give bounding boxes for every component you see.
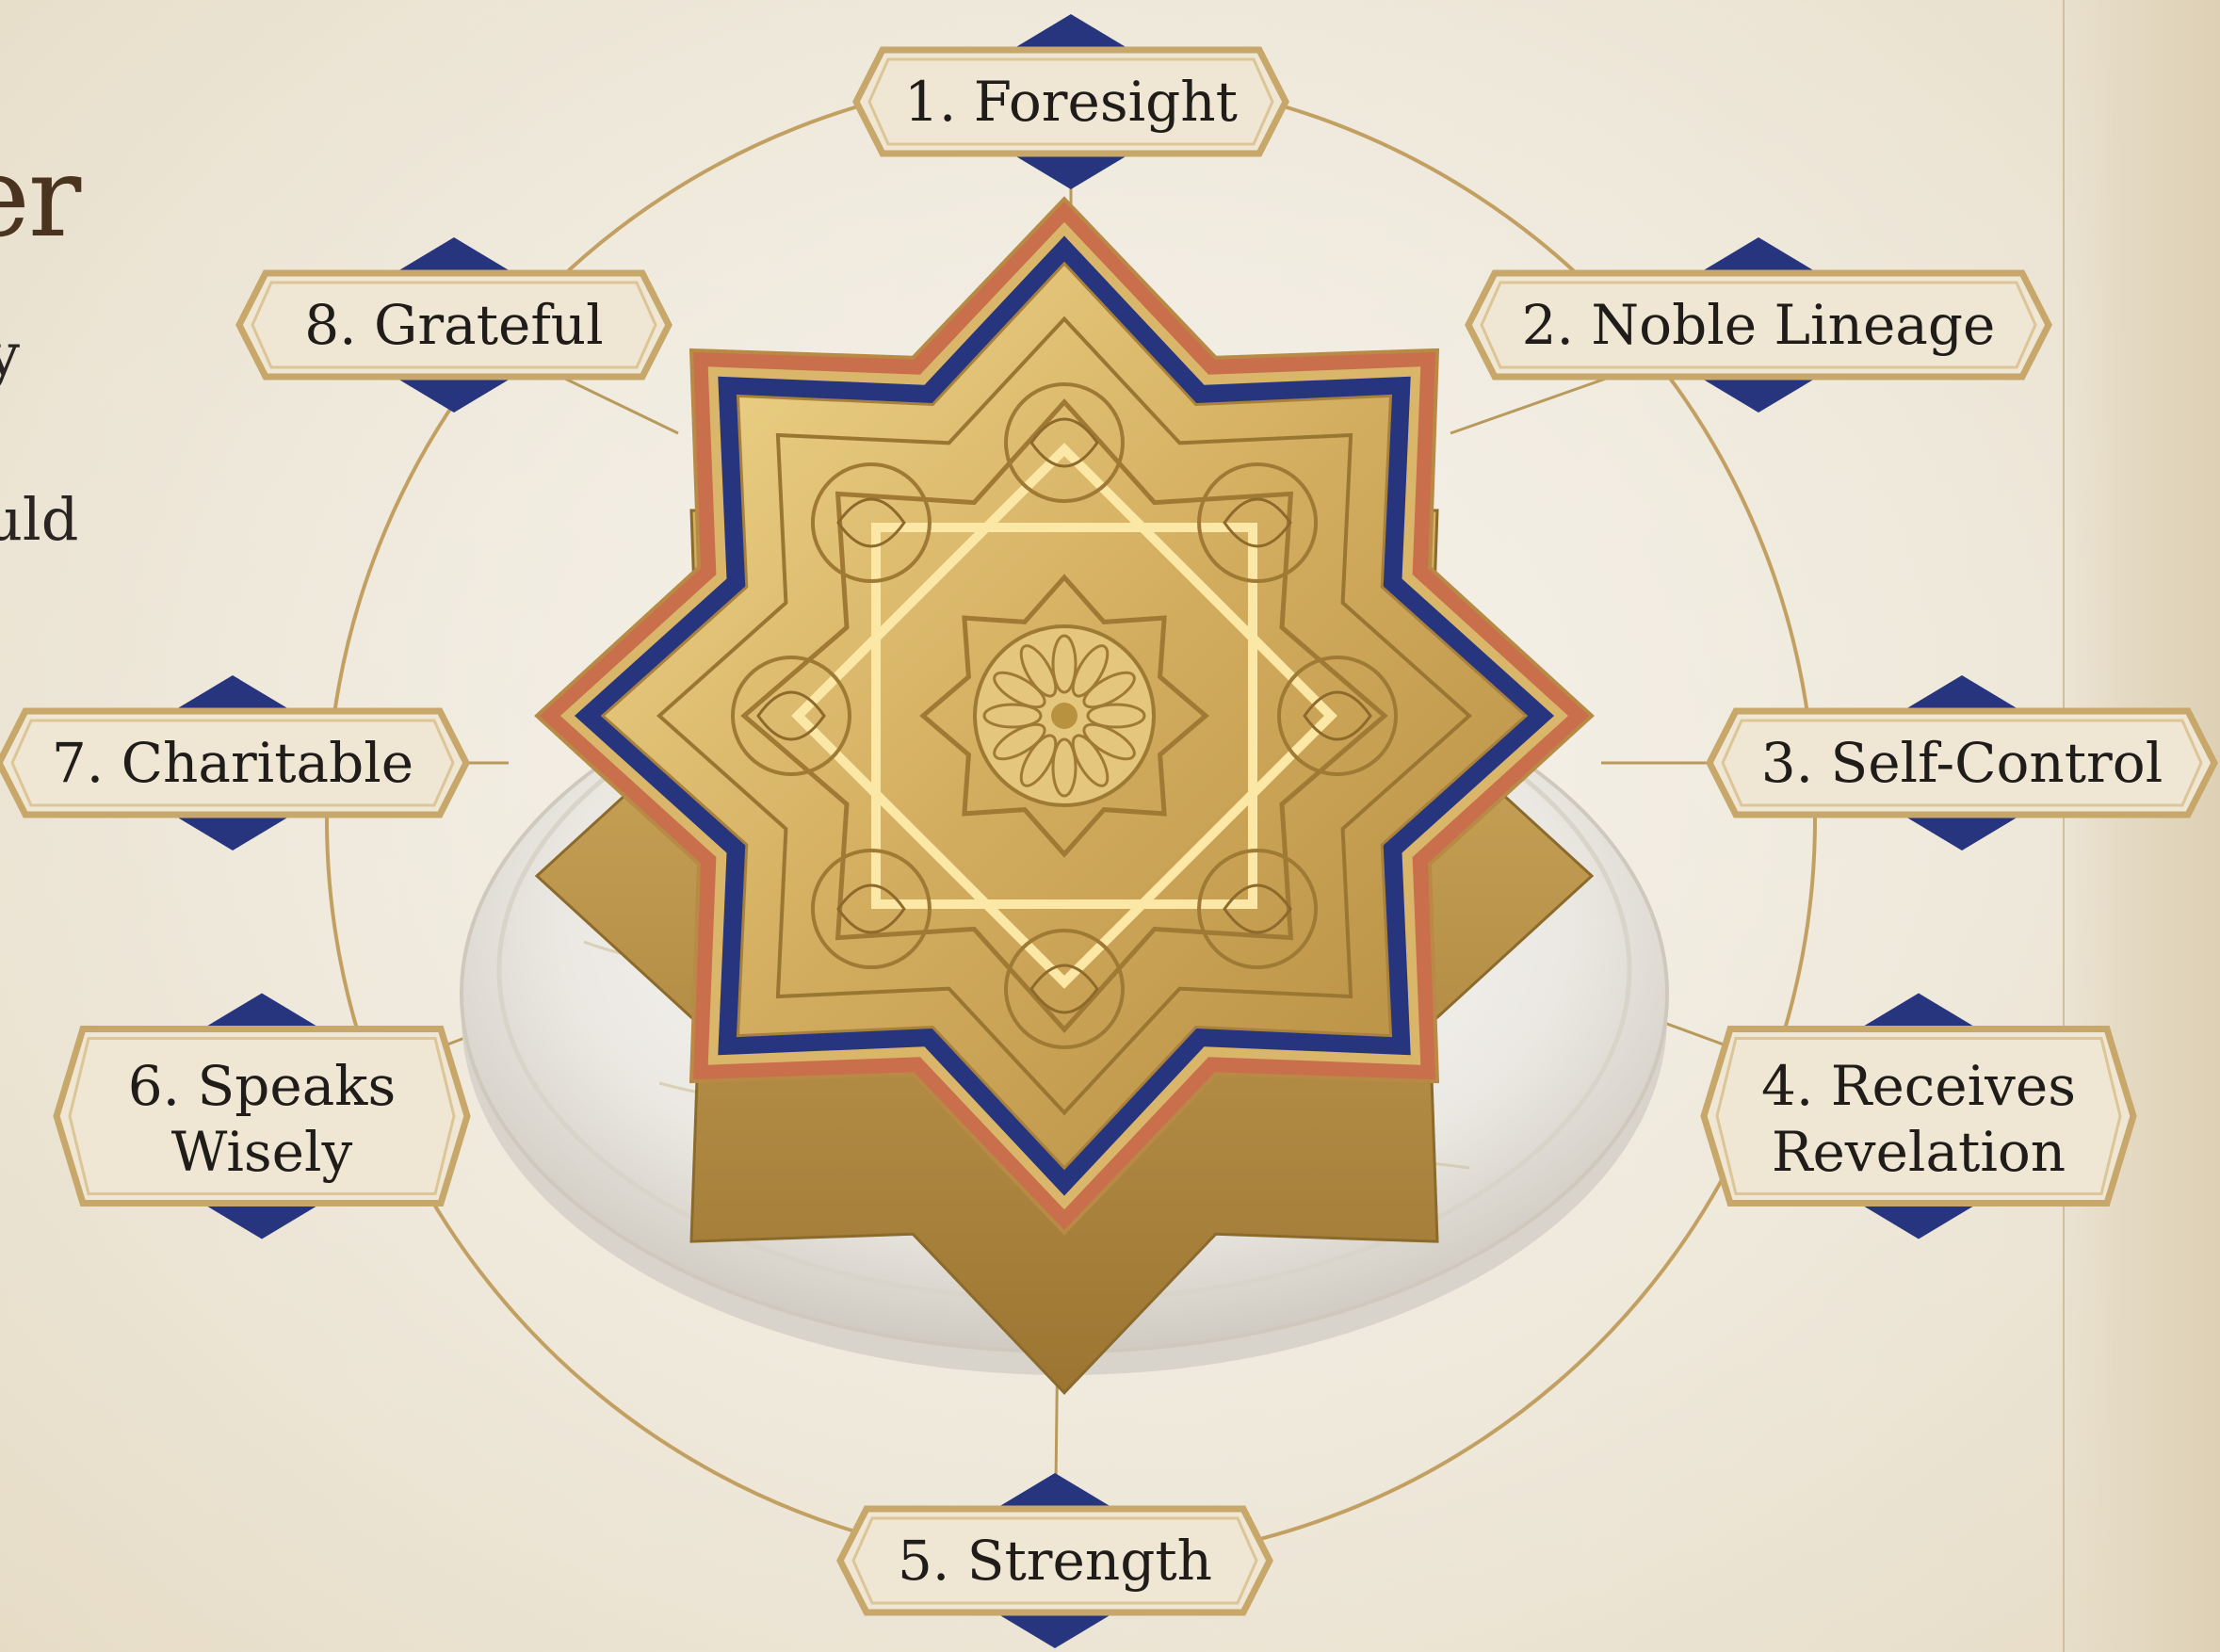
diamond-ornament-icon	[1905, 675, 2018, 709]
trait-plaque-8: 8. Grateful	[239, 237, 669, 413]
diamond-ornament-icon	[1702, 379, 1815, 413]
diamond-ornament-icon	[176, 675, 289, 709]
diamond-ornament-icon	[397, 379, 510, 413]
trait-label: 1. Foresight	[904, 70, 1238, 134]
diamond-ornament-icon	[998, 1473, 1111, 1507]
trait-plaque-7: 7. Charitable	[0, 675, 466, 850]
diamond-ornament-icon	[205, 994, 318, 1028]
diamond-ornament-icon	[998, 1614, 1111, 1648]
diamond-ornament-icon	[1905, 817, 2018, 850]
diamond-ornament-icon	[1702, 237, 1815, 271]
trait-label: 7. Charitable	[52, 731, 413, 795]
diamond-ornament-icon	[397, 237, 510, 271]
diamond-ornament-icon	[1862, 1206, 1975, 1239]
eight-pointed-star-box-icon	[537, 199, 1592, 1393]
trait-label: 3. Self-Control	[1761, 731, 2163, 795]
trait-plaque-2: 2. Noble Lineage	[1468, 237, 2049, 413]
trait-label: 8. Grateful	[304, 293, 603, 357]
diamond-ornament-icon	[176, 817, 289, 850]
diamond-ornament-icon	[205, 1206, 318, 1239]
trait-plaque-5: 5. Strength	[840, 1473, 1270, 1648]
diamond-ornament-icon	[1014, 14, 1127, 48]
trait-label: 5. Strength	[898, 1529, 1212, 1593]
trait-plaque-1: 1. Foresight	[856, 14, 1286, 189]
trait-label: 2. Noble Lineage	[1522, 293, 1996, 357]
diamond-ornament-icon	[1862, 994, 1975, 1028]
diamond-ornament-icon	[1014, 155, 1127, 189]
trait-plaque-3: 3. Self-Control	[1710, 675, 2214, 850]
